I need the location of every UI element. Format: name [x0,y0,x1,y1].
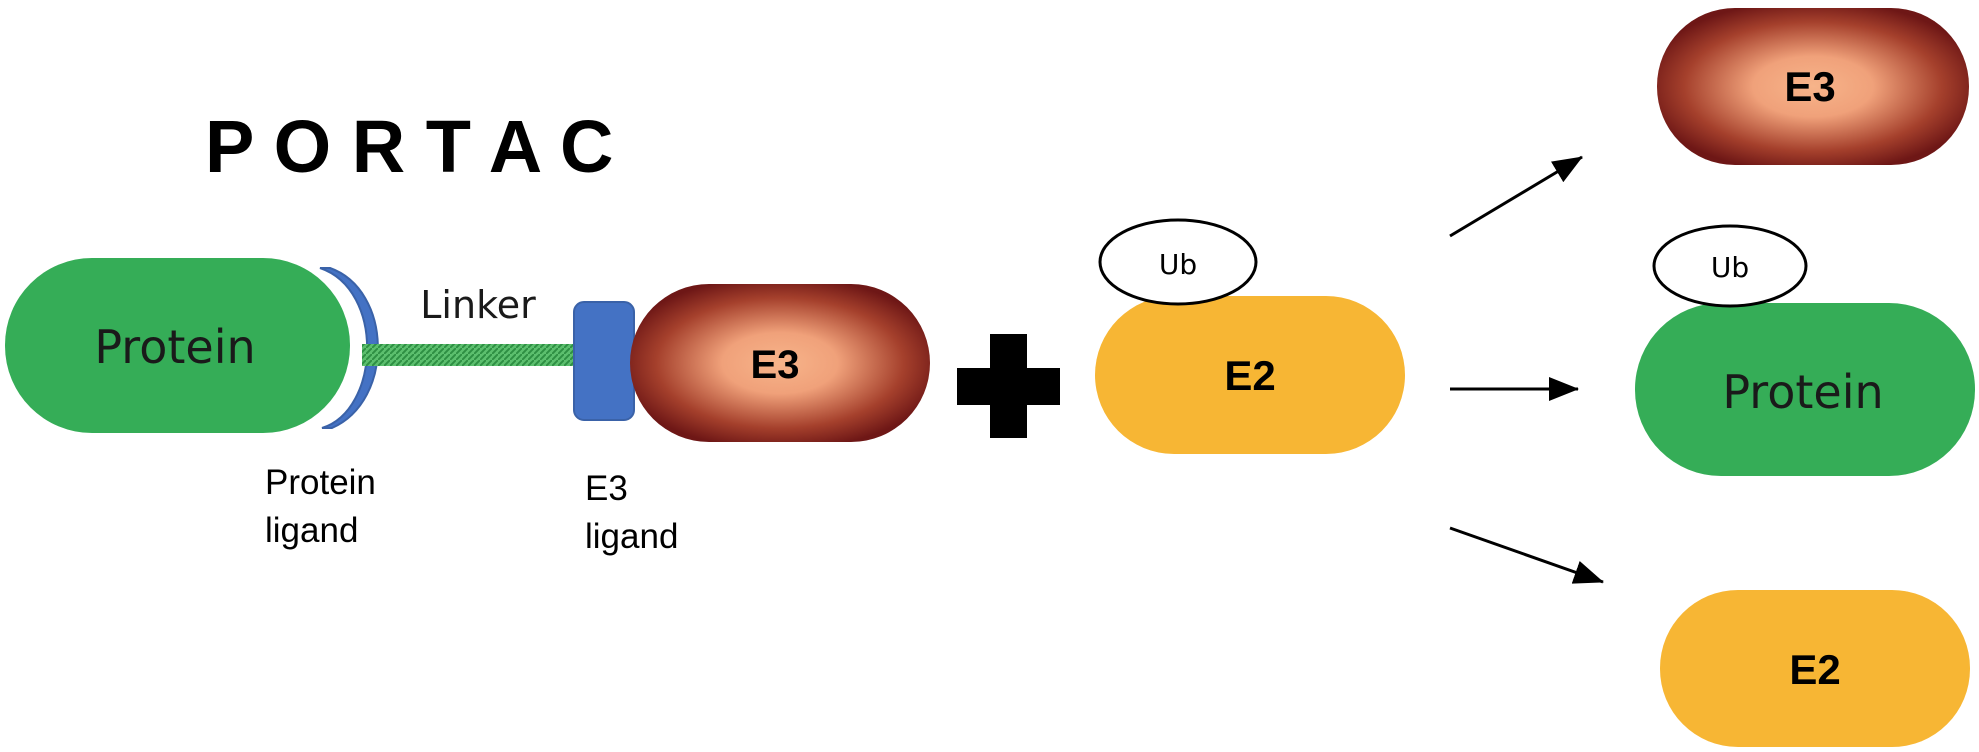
title: P O R T A C [205,105,613,188]
protein-body [5,258,350,433]
arrow-to-e2 [1449,526,1604,584]
protein-ligand-label-line1: Protein [265,463,376,502]
e3-ligand-block [573,301,635,421]
product-e2-label: E2 [1789,646,1840,693]
arrow-to-e3 [1449,155,1583,238]
product-e2: E2 [1660,590,1970,747]
e3-ligand-label-line2: ligand [585,517,678,556]
product-ubiquitinated-protein: Protein Ub [1635,224,1975,476]
product-e3: E3 [1657,8,1969,165]
portac-molecule: Protein Linker E3 Protein ligand E3 liga… [5,258,930,556]
linker-label: Linker [420,283,536,327]
protein-label: Protein [94,320,255,374]
linker-bar [362,344,580,366]
product-e3-label: E3 [1784,63,1835,110]
ub-label: Ub [1159,248,1197,281]
e3-body [630,284,930,442]
product-ub-oval [1652,224,1808,308]
protein-ligand-label-line2: ligand [265,511,358,550]
ub-oval [1098,218,1258,306]
e2-label: E2 [1224,352,1275,399]
e2-body [1095,296,1405,454]
product-ub-label: Ub [1711,251,1749,284]
product-protein-label: Protein [1722,365,1883,419]
product-e2-body [1660,590,1970,747]
product-protein-body [1635,303,1975,476]
plus-sign [957,334,1060,438]
protein-ligand-shape [319,267,379,429]
product-e3-body [1657,8,1969,165]
e2-complex: E2 Ub [1095,218,1405,454]
e3-ligand-label-line1: E3 [585,469,628,508]
e3-label: E3 [751,343,800,387]
